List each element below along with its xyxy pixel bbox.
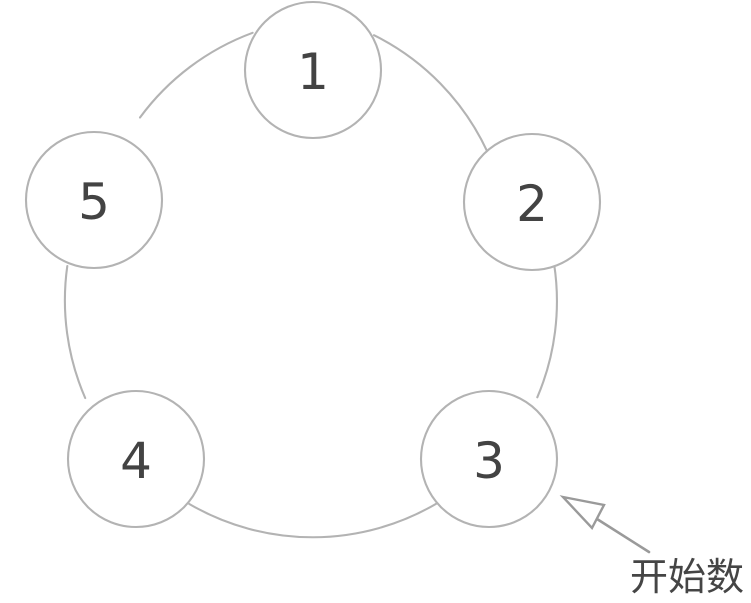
edge-2-3-arc: [536, 262, 558, 399]
node-5[interactable]: 5: [24, 130, 164, 270]
node-5-label: 5: [78, 173, 110, 231]
edge-4-5-arc: [63, 264, 87, 400]
node-2[interactable]: 2: [462, 132, 602, 272]
edge-group: [63, 31, 558, 539]
annotation-arrow-shaft: [595, 517, 651, 554]
annotation-group: 开始数: [559, 495, 744, 599]
annotation-arrow-head-icon: [559, 495, 606, 531]
node-1-label: 1: [297, 43, 329, 101]
edge-3-4-arc: [188, 501, 439, 539]
node-4-label: 4: [120, 432, 152, 490]
annotation-label: 开始数: [630, 555, 744, 599]
node-group: 1 2 3 4 5: [24, 0, 602, 529]
edge-5-1-arc: [138, 31, 254, 119]
node-1-circle[interactable]: [243, 0, 383, 140]
node-2-label: 2: [516, 175, 548, 233]
node-1[interactable]: 1: [243, 0, 383, 140]
node-3-circle[interactable]: [419, 389, 559, 529]
node-3[interactable]: 3: [419, 389, 559, 529]
node-5-circle[interactable]: [24, 130, 164, 270]
node-4[interactable]: 4: [66, 389, 206, 529]
node-4-circle[interactable]: [66, 389, 206, 529]
node-3-label: 3: [473, 432, 505, 490]
node-2-circle[interactable]: [462, 132, 602, 272]
edge-1-2-arc: [372, 34, 489, 153]
